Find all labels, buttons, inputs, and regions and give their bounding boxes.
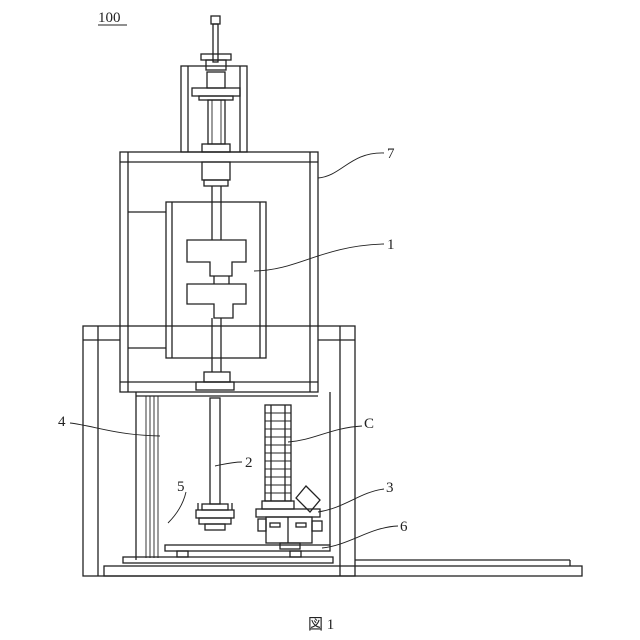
figure-number-text: 100	[98, 10, 121, 26]
bellows-column	[262, 405, 294, 509]
label-c: C	[364, 416, 374, 432]
base-plate	[104, 545, 582, 576]
label-4: 4	[58, 414, 66, 430]
label-1: 1	[387, 237, 395, 253]
label-5: 5	[177, 479, 185, 495]
leader-lines	[70, 153, 398, 548]
top-actuator	[181, 16, 247, 152]
figure-caption: 図 1	[308, 616, 334, 633]
label-6: 6	[400, 519, 408, 535]
lower-mechanism	[256, 486, 322, 549]
outer-frame	[83, 326, 355, 576]
inner-furnace	[166, 186, 266, 390]
lower-rod	[196, 398, 234, 530]
label-7: 7	[387, 146, 395, 162]
label-2: 2	[245, 455, 253, 471]
figure-number: 100	[98, 10, 127, 26]
guide-rails	[146, 396, 158, 558]
label-3: 3	[386, 480, 394, 496]
